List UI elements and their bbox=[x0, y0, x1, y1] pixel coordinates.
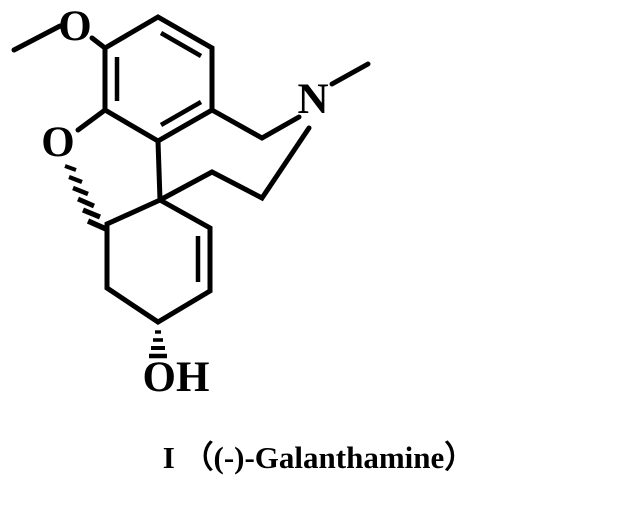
furan-oxygen-aryl-bond bbox=[75, 107, 108, 133]
azepine-ring-upper bbox=[209, 107, 302, 141]
aryl-quaternary-bond bbox=[155, 138, 163, 203]
n-ethylene-quaternary-chain bbox=[157, 125, 312, 203]
hydroxyl-hashed-wedge bbox=[149, 330, 167, 359]
methoxy-oxygen-label: O bbox=[58, 3, 91, 50]
furan-oxygen-group: O bbox=[41, 107, 108, 232]
furan-oxygen-hashed-wedge bbox=[64, 164, 108, 232]
benzene-double-bond-top-right bbox=[159, 31, 203, 58]
furan-oxygen-label: O bbox=[41, 119, 74, 166]
figure-caption: I （(-)-Galanthamine） bbox=[162, 440, 476, 475]
cyclohexene-ring bbox=[104, 197, 213, 325]
methoxy-group: O bbox=[11, 3, 108, 53]
n-methyl-bond bbox=[329, 61, 371, 87]
methoxy-aryl-bond bbox=[89, 35, 108, 51]
methoxy-methyl-bond bbox=[11, 23, 63, 53]
cyclohexene-ring-outline bbox=[104, 197, 213, 325]
nitrogen-label: N bbox=[297, 76, 328, 123]
benzene-ring-outline bbox=[102, 14, 215, 144]
hydroxyl-label: OH bbox=[143, 354, 210, 401]
benzene-ring bbox=[102, 14, 215, 144]
aryl-ch2-n-bonds bbox=[209, 107, 302, 141]
benzene-double-bond-bottom-right bbox=[159, 100, 203, 127]
